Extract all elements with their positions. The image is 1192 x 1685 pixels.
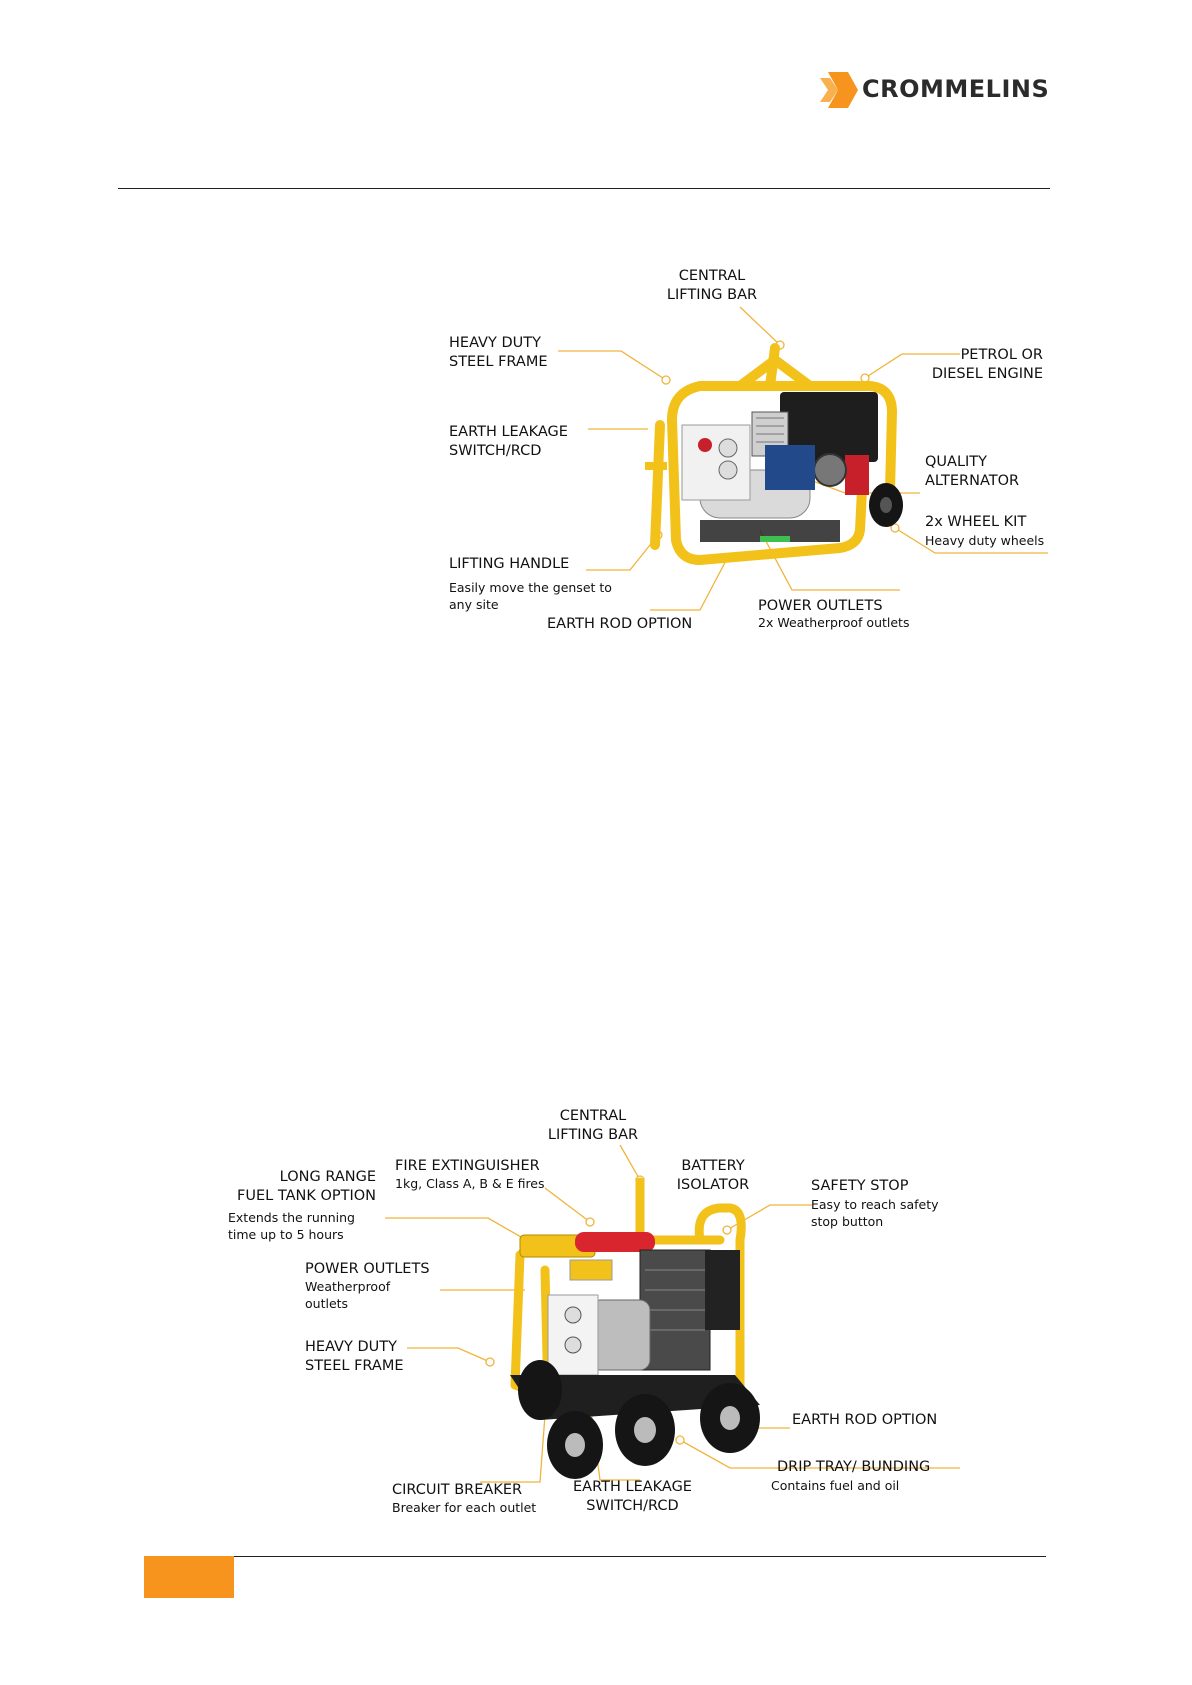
label-line: LONG RANGE — [279, 1169, 376, 1185]
label-line: QUALITY — [925, 454, 988, 470]
brand-name: CROMMELINS — [862, 75, 1050, 103]
label-line: BATTERY — [681, 1158, 745, 1174]
label-quality-alternator: QUALITY ALTERNATOR — [925, 453, 1019, 491]
label-power-outlets-2: POWER OUTLETS — [305, 1261, 430, 1277]
label-line: time up to 5 hours — [228, 1227, 344, 1242]
label-power-outlets-sub-2: Weatherproof outlets — [305, 1278, 390, 1312]
label-heavy-duty-frame-2: HEAVY DUTY STEEL FRAME — [305, 1338, 404, 1376]
label-fire-extinguisher: FIRE EXTINGUISHER — [395, 1158, 540, 1174]
label-drip-tray: DRIP TRAY/ BUNDING — [777, 1459, 931, 1475]
label-safety-stop-sub: Easy to reach safety stop button — [811, 1196, 939, 1230]
label-earth-rod: EARTH ROD OPTION — [547, 616, 693, 632]
label-circuit-breaker: CIRCUIT BREAKER — [392, 1482, 523, 1498]
footer-accent-tab — [144, 1556, 234, 1598]
crommelins-logo-icon — [820, 72, 858, 108]
label-line: SWITCH/RCD — [449, 443, 542, 459]
label-fire-extinguisher-sub: 1kg, Class A, B & E fires — [395, 1176, 545, 1191]
label-line: SWITCH/RCD — [586, 1498, 679, 1514]
label-safety-stop: SAFETY STOP — [811, 1178, 909, 1194]
label-line: Easily move the genset to — [449, 580, 612, 595]
label-line: CENTRAL — [678, 268, 746, 284]
label-line: STEEL FRAME — [449, 354, 548, 370]
label-earth-rod-2: EARTH ROD OPTION — [792, 1412, 938, 1428]
label-petrol-diesel-engine: PETROL OR DIESEL ENGINE — [890, 346, 1043, 384]
label-line: Easy to reach safety — [811, 1197, 939, 1212]
label-power-outlets: POWER OUTLETS — [758, 598, 883, 614]
label-line: HEAVY DUTY — [305, 1339, 397, 1355]
label-wheel-kit: 2x WHEEL KIT — [925, 514, 1027, 530]
brand-logo: CROMMELINS — [818, 70, 1050, 110]
label-line: EARTH LEAKAGE — [573, 1479, 692, 1495]
label-line: FUEL TANK OPTION — [237, 1188, 376, 1204]
label-long-range-fuel-sub: Extends the running time up to 5 hours — [228, 1209, 355, 1243]
label-line: ALTERNATOR — [925, 473, 1020, 489]
label-line: any site — [449, 597, 499, 612]
label-drip-tray-sub: Contains fuel and oil — [771, 1478, 900, 1493]
label-line: Extends the running — [228, 1210, 355, 1225]
label-line: outlets — [305, 1296, 349, 1311]
label-long-range-fuel: LONG RANGE FUEL TANK OPTION — [200, 1168, 376, 1206]
label-central-lifting-bar-2: CENTRAL LIFTING BAR — [538, 1107, 648, 1145]
label-line: DIESEL ENGINE — [931, 366, 1043, 382]
label-circuit-breaker-sub: Breaker for each outlet — [392, 1500, 537, 1515]
footer-rule — [144, 1556, 1046, 1557]
label-line: EARTH LEAKAGE — [449, 424, 568, 440]
label-lifting-handle-sub: Easily move the genset to any site — [449, 579, 612, 613]
label-line: stop button — [811, 1214, 884, 1229]
label-line: CENTRAL — [559, 1108, 627, 1124]
label-line: LIFTING BAR — [666, 287, 758, 303]
label-central-lifting-bar: CENTRAL LIFTING BAR — [657, 267, 767, 305]
label-line: HEAVY DUTY — [449, 335, 541, 351]
label-earth-leakage: EARTH LEAKAGE SWITCH/RCD — [449, 423, 568, 461]
label-line: PETROL OR — [960, 347, 1043, 363]
label-line: LIFTING BAR — [547, 1127, 639, 1143]
label-line: Weatherproof — [305, 1279, 391, 1294]
label-heavy-duty-frame: HEAVY DUTY STEEL FRAME — [449, 334, 548, 372]
label-line: ISOLATOR — [676, 1177, 750, 1193]
label-line: STEEL FRAME — [305, 1358, 404, 1374]
label-battery-isolator: BATTERY ISOLATOR — [663, 1157, 763, 1195]
label-lifting-handle: LIFTING HANDLE — [449, 556, 570, 572]
label-earth-leakage-2: EARTH LEAKAGE SWITCH/RCD — [560, 1478, 705, 1516]
label-power-outlets-sub: 2x Weatherproof outlets — [758, 615, 910, 630]
header-rule — [118, 188, 1050, 189]
genset-1-illustration — [558, 306, 1048, 611]
label-wheel-kit-sub: Heavy duty wheels — [925, 533, 1045, 548]
